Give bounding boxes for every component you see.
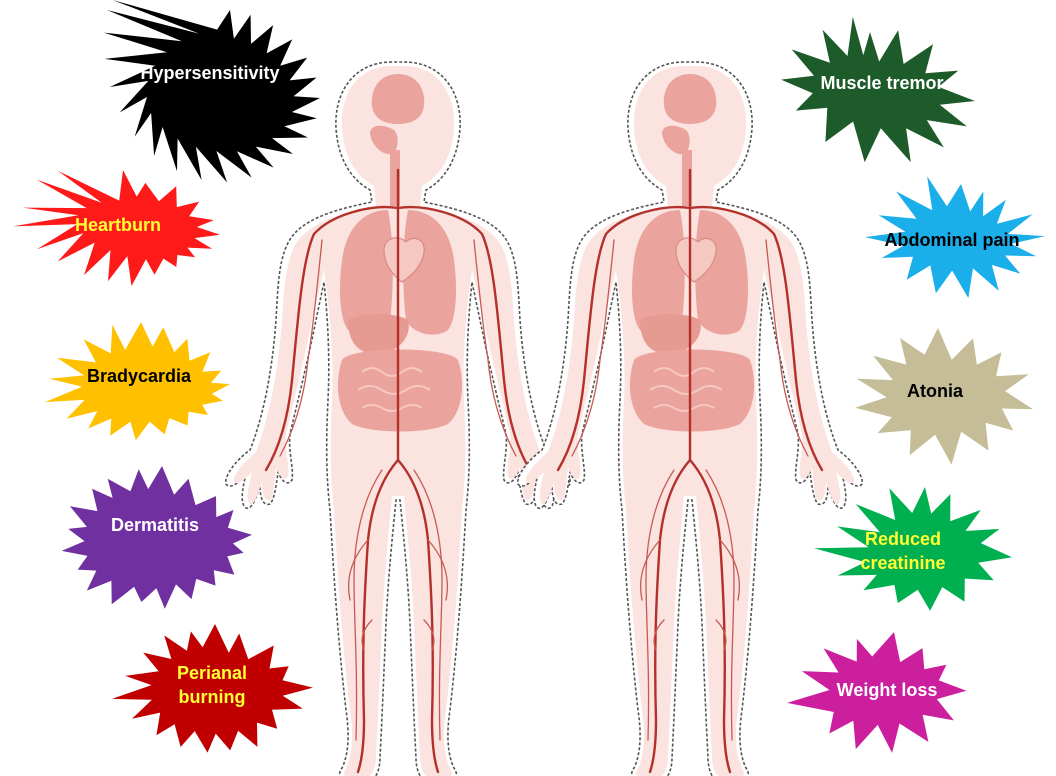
label-line: Bradycardia xyxy=(87,364,191,388)
label-muscle-tremor: Muscle tremor xyxy=(820,71,943,95)
human-figure-right xyxy=(518,62,862,776)
label-line: Dermatitis xyxy=(111,513,199,537)
label-line: Abdominal pain xyxy=(885,228,1020,252)
label-bradycardia: Bradycardia xyxy=(87,364,191,388)
label-line: Heartburn xyxy=(75,213,161,237)
label-hypersensitivity: Hypersensitivity xyxy=(140,61,279,85)
label-dermatitis: Dermatitis xyxy=(111,513,199,537)
label-abdominal-pain: Abdominal pain xyxy=(885,228,1020,252)
burst-hypersensitivity xyxy=(104,0,320,183)
label-atonia: Atonia xyxy=(907,379,963,403)
label-weight-loss: Weight loss xyxy=(837,678,938,702)
label-line: Weight loss xyxy=(837,678,938,702)
label-line-1: Reduced xyxy=(860,527,945,551)
label-line-1: Perianal xyxy=(177,661,247,685)
label-line: Hypersensitivity xyxy=(140,61,279,85)
label-line-2: burning xyxy=(177,685,247,709)
label-heartburn: Heartburn xyxy=(75,213,161,237)
label-line-2: creatinine xyxy=(860,551,945,575)
label-perianal-burning: Perianal burning xyxy=(177,661,247,709)
label-line: Muscle tremor xyxy=(820,71,943,95)
burst-dermatitis xyxy=(62,466,252,609)
label-reduced-creatinine: Reduced creatinine xyxy=(860,527,945,575)
label-line: Atonia xyxy=(907,379,963,403)
